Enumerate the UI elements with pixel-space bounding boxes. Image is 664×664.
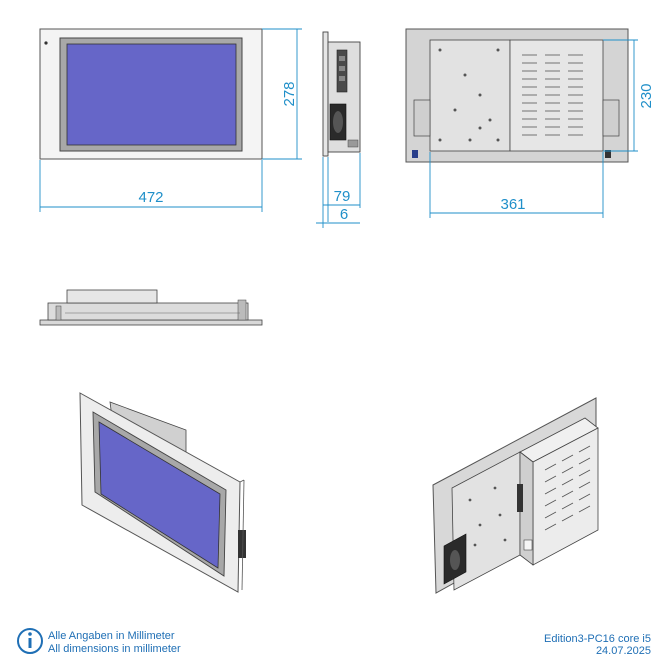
side-dimensions (316, 153, 361, 228)
iso-front-view (79, 392, 246, 593)
side-frame-label: 6 (340, 206, 348, 223)
iso-rear-view (432, 397, 599, 594)
note-english: All dimensions in millimeter (48, 643, 181, 655)
model-name: Edition3-PC16 core i5 (544, 633, 651, 645)
front-width-label: 472 (138, 189, 163, 206)
rear-dimensions (429, 39, 638, 218)
side-depth-label: 79 (334, 188, 351, 205)
note-german: Alle Angaben in Millimeter (48, 630, 175, 642)
front-height-label: 278 (281, 81, 298, 106)
front-dimensions (39, 28, 302, 212)
rear-height-label: 230 (638, 83, 655, 108)
drawing-date: 24.07.2025 (596, 645, 651, 657)
info-icon (17, 628, 43, 654)
side-view (322, 31, 361, 157)
rear-width-label: 361 (500, 196, 525, 213)
top-view (39, 289, 263, 326)
front-view (39, 28, 263, 160)
rear-view (405, 28, 629, 163)
